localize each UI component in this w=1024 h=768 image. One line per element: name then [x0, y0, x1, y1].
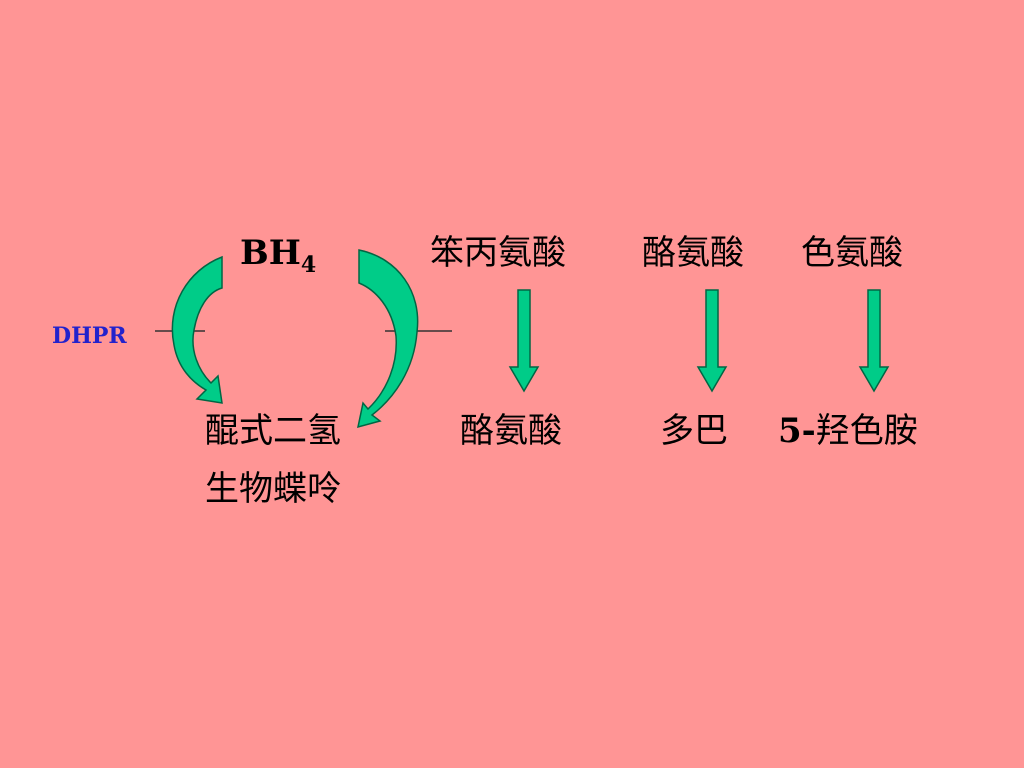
quinonoid-dihydrobiopterin-line2: 生物蝶呤: [205, 469, 341, 509]
dhpr-enzyme-label: DHPR: [52, 323, 127, 349]
arrow-down-icon-phenylalanine: [508, 289, 540, 393]
quinonoid-dihydrobiopterin-line1: 醌式二氢: [205, 411, 341, 451]
serotonin-label: 5-羟色胺: [778, 414, 918, 448]
bh4-main: BH: [240, 233, 301, 273]
arrow-down-icon-tyrosine: [696, 289, 728, 393]
phenylalanine-label: 笨丙氨酸: [430, 233, 566, 273]
serotonin-name: 羟色胺: [815, 411, 918, 451]
curved-arrow-left-icon: [171, 255, 223, 404]
bh4-label: BH4: [240, 236, 316, 276]
tyrosine-substrate-label: 酪氨酸: [642, 233, 744, 273]
bh4-subscript: 4: [300, 252, 317, 278]
dopa-label: 多巴: [660, 411, 728, 451]
curved-arrow-right-icon: [357, 249, 419, 429]
tyrosine-product-label: 酪氨酸: [460, 411, 562, 451]
tryptophan-label: 色氨酸: [801, 233, 903, 273]
serotonin-prefix: 5-: [778, 411, 816, 451]
arrow-down-icon-tryptophan: [858, 289, 890, 393]
